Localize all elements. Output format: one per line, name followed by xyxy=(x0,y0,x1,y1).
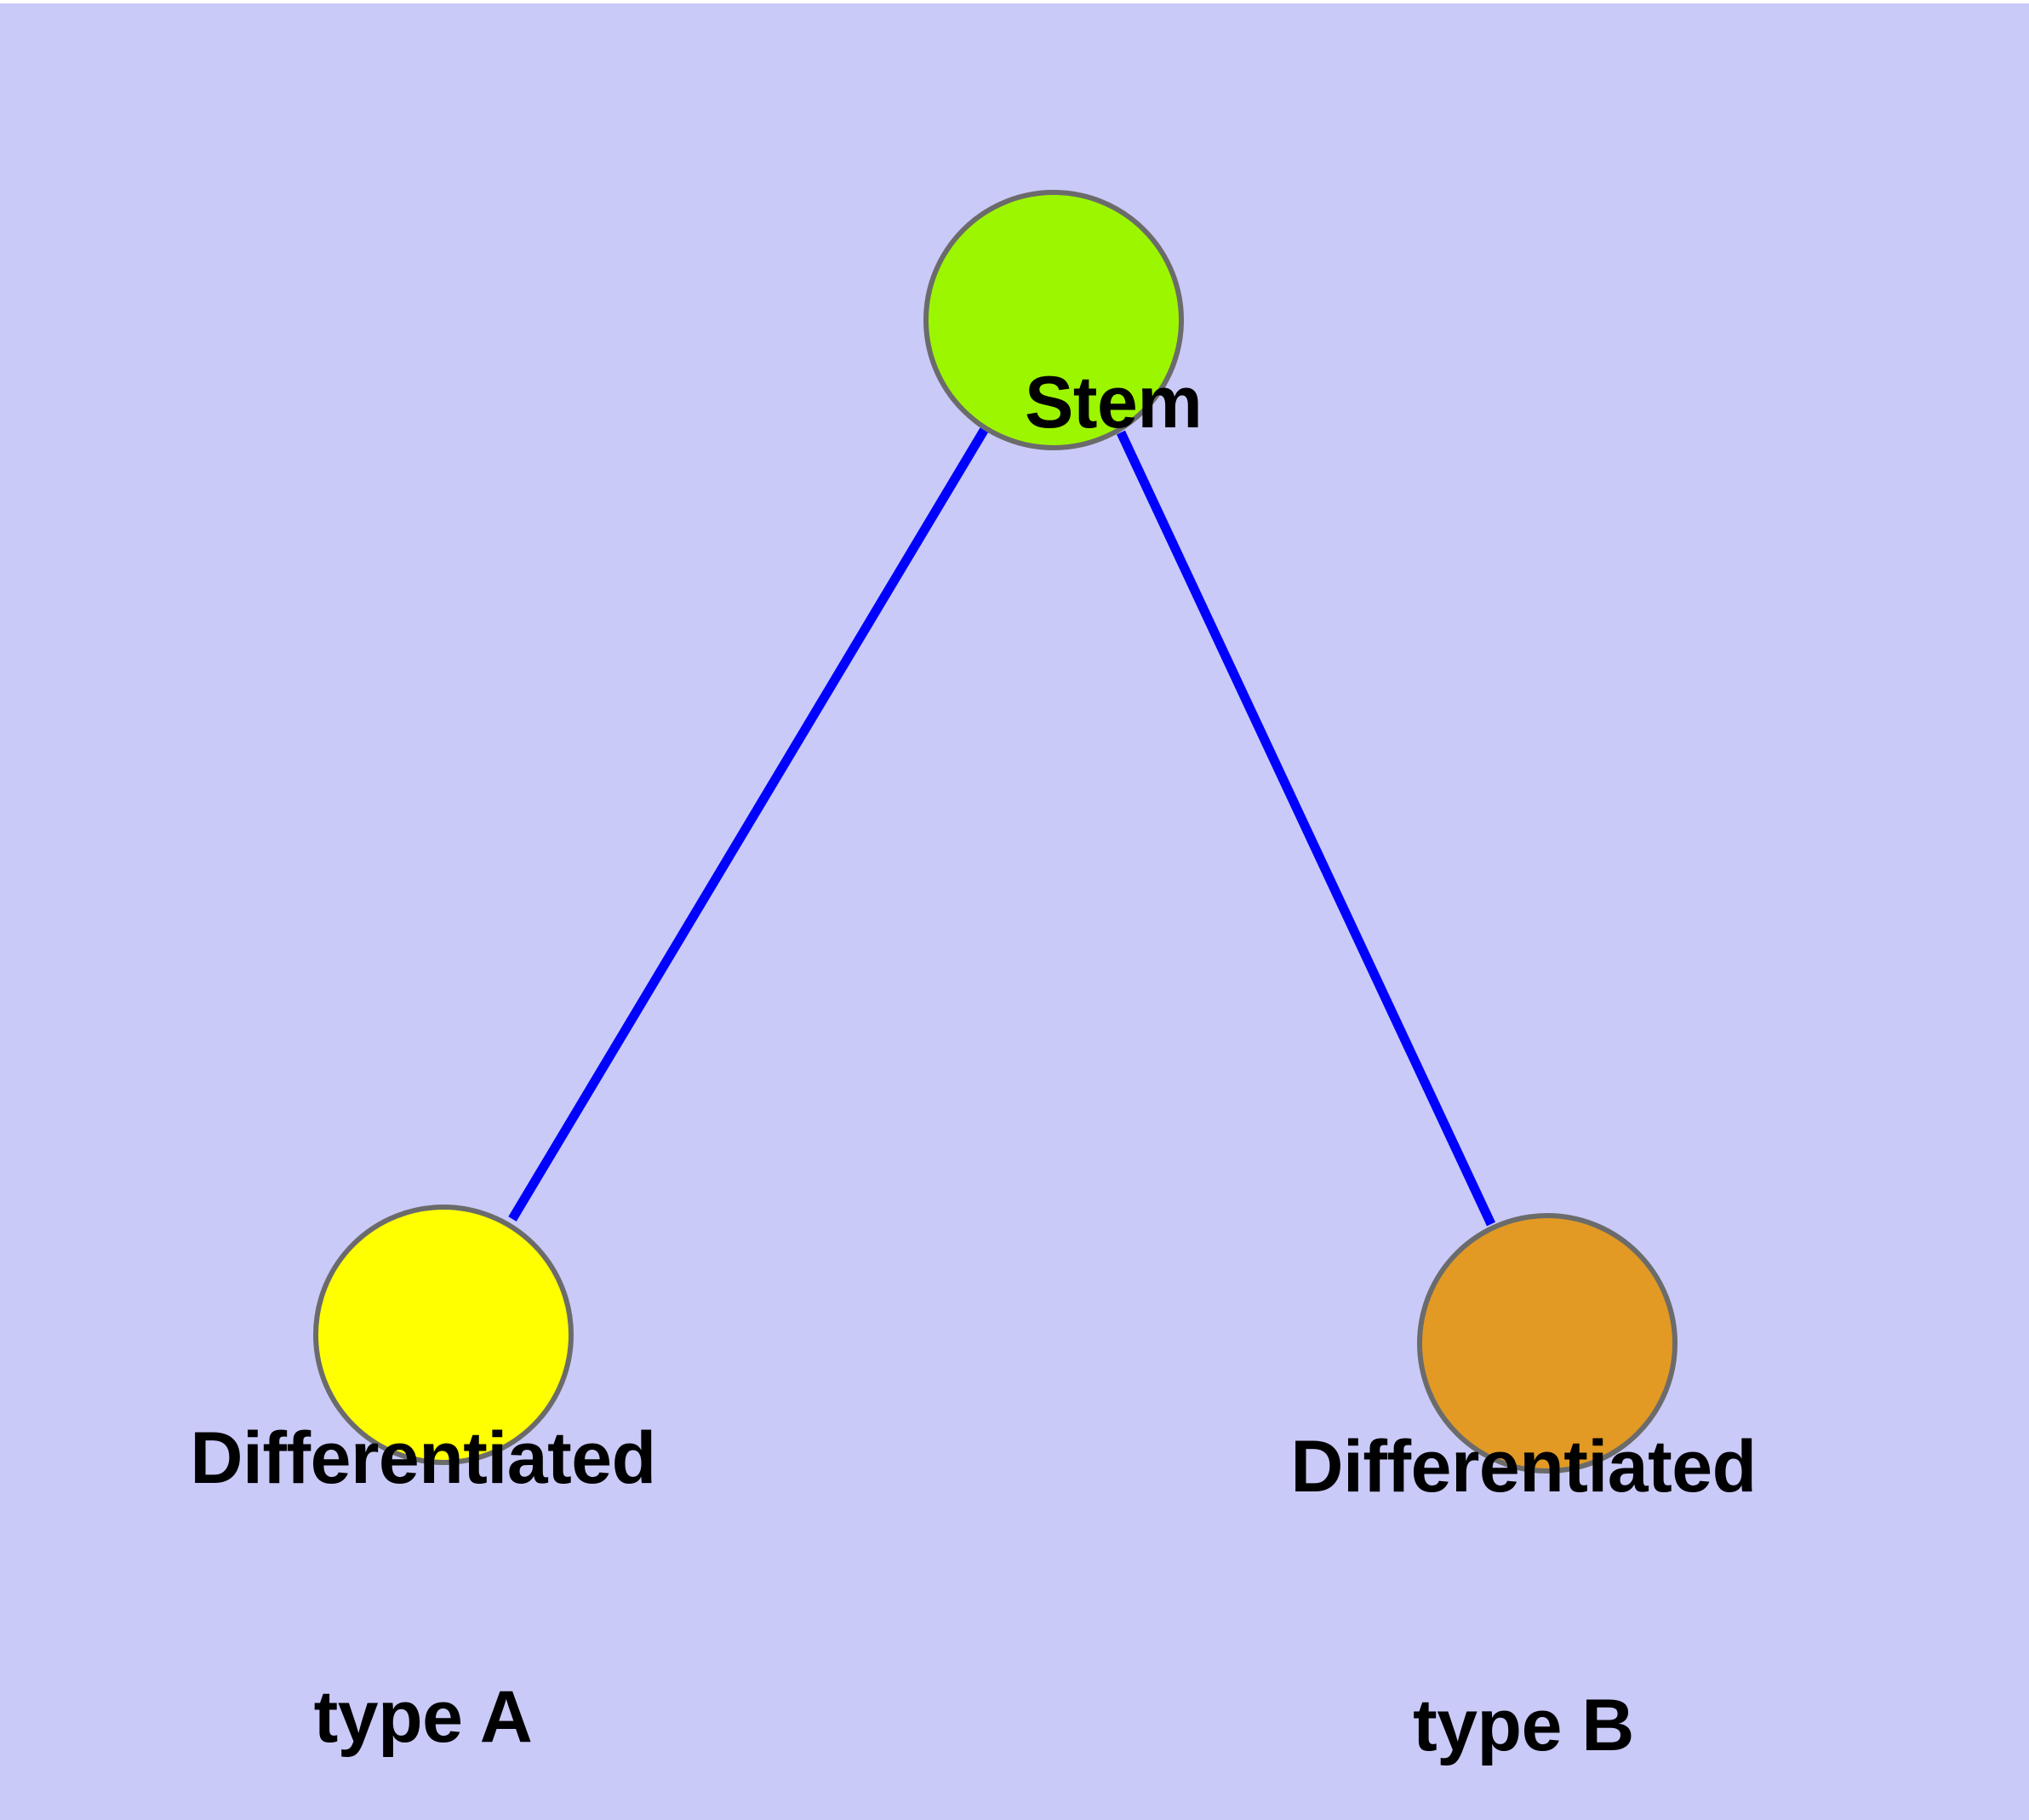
node-differentiated-type-a[interactable] xyxy=(313,1205,574,1465)
plot-background: Stem Differentiated type A Differentiate… xyxy=(0,3,2029,1820)
edge-stem-to-differentiated-type-b xyxy=(1117,430,1495,1227)
node-layer xyxy=(313,190,1677,1474)
node-differentiated-type-b[interactable] xyxy=(1417,1213,1677,1474)
node-stem[interactable] xyxy=(923,190,1184,450)
graph-svg xyxy=(313,190,1677,1474)
edge-stem-to-differentiated-type-a xyxy=(508,426,989,1222)
edge-layer xyxy=(508,426,1495,1227)
